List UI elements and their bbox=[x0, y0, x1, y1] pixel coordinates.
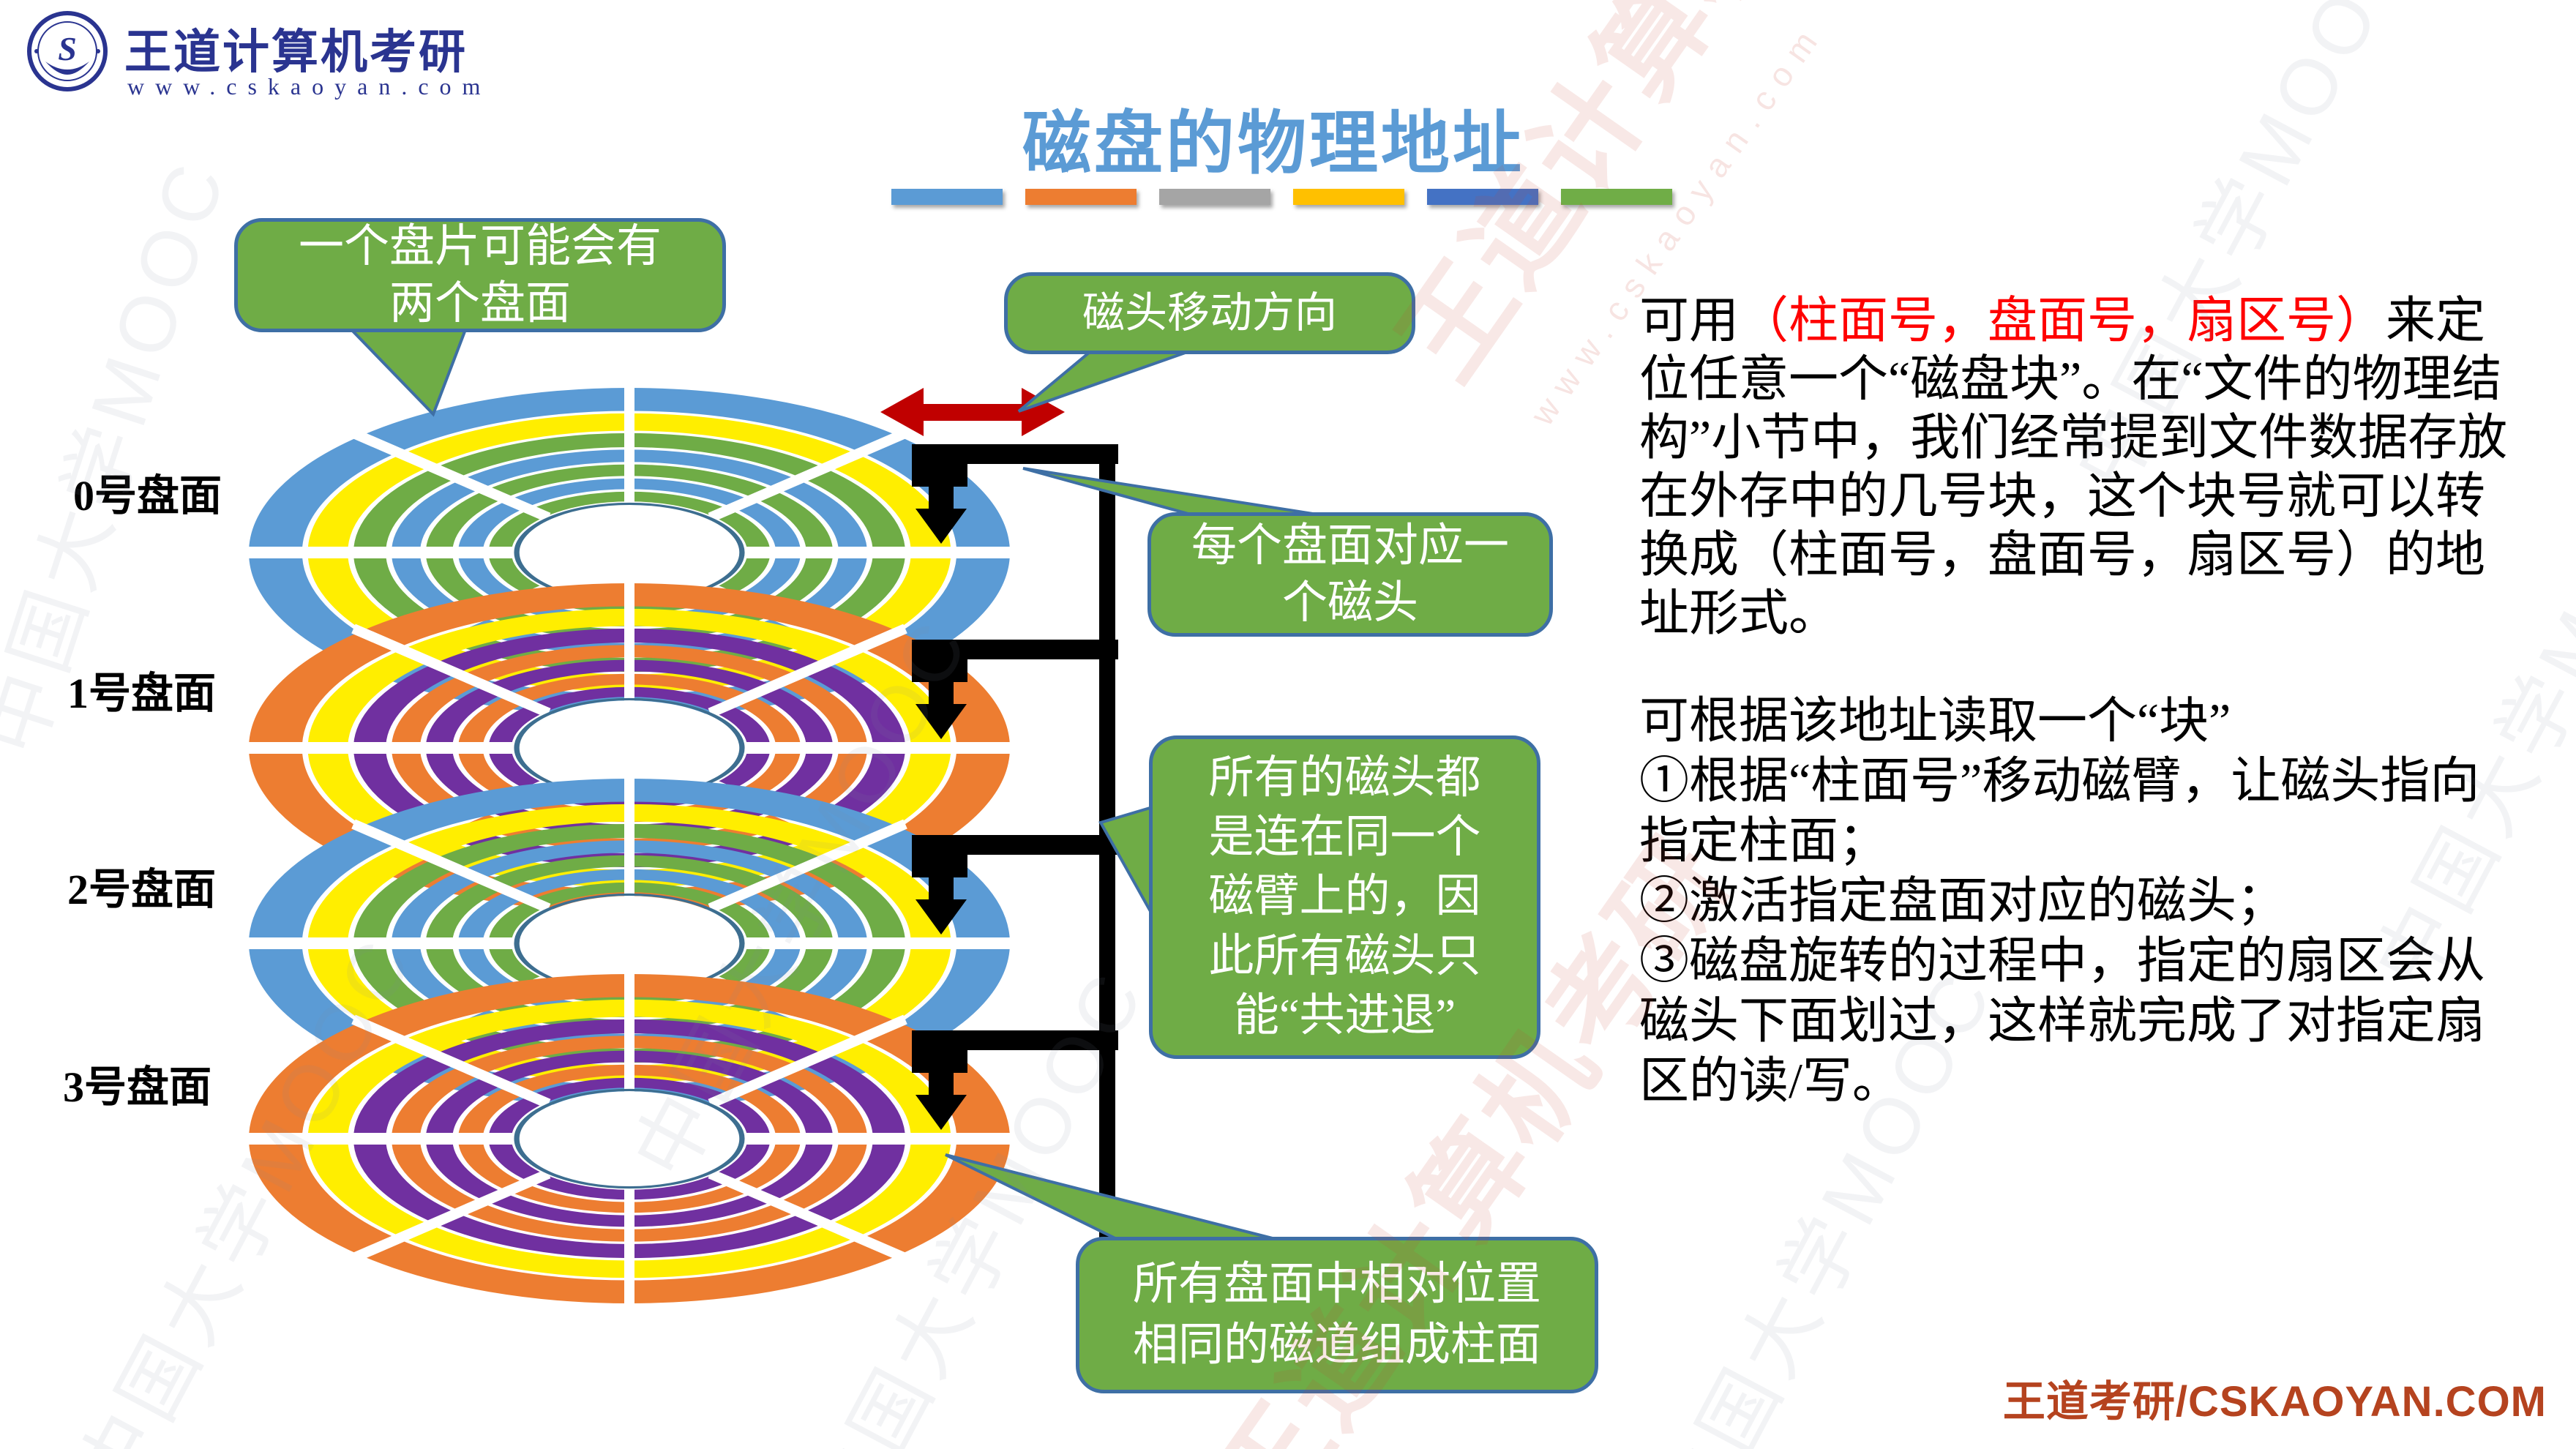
accent-bar-blue bbox=[891, 189, 1003, 205]
callout-cylinder: 所有盘面中相对位置 相同的磁道组成柱面 bbox=[1076, 1237, 1598, 1393]
disk-label-1: 1号盘面 bbox=[67, 670, 217, 717]
callout-line: 相同的磁道组成柱面 bbox=[1132, 1320, 1541, 1370]
logo-url-text: www.cskaoyan.com bbox=[127, 73, 492, 100]
callout-line: 两个盘面 bbox=[389, 279, 571, 329]
address-paragraph: 可用（柱面号，盘面号，扇区号）来定位任意一个“磁盘块”。在“文件的物理结构”小节… bbox=[1639, 291, 2525, 643]
platter-surface-3 bbox=[238, 969, 1021, 1308]
logo: S 王道计算机考研 www.cskaoyan.com bbox=[26, 10, 480, 105]
callout-line: 磁头移动方向 bbox=[1082, 289, 1337, 337]
callout-platter-two-surfaces: 一个盘片可能会有 两个盘面 bbox=[234, 218, 726, 332]
step-2: ②激活指定盘面对应的磁头； bbox=[1639, 873, 2287, 929]
accent-bar-green bbox=[1561, 189, 1672, 205]
callout-tail-cylinder bbox=[945, 1153, 1296, 1246]
callout-line: 一个盘片可能会有 bbox=[298, 221, 662, 272]
footer-credit: 王道考研/CSKAOYAN.COM bbox=[2002, 1378, 2547, 1426]
head-1 bbox=[912, 640, 1118, 739]
logo-emblem-icon: S bbox=[27, 11, 108, 91]
callout-head-per-surface: 每个盘面对应一 个磁头 bbox=[1147, 512, 1553, 637]
callout-head-direction: 磁头移动方向 bbox=[1004, 272, 1415, 354]
steps-intro: 可根据该地址读取一个“块” bbox=[1639, 693, 2231, 749]
callout-line: 所有盘面中相对位置 bbox=[1132, 1259, 1541, 1309]
disk-label-3: 3号盘面 bbox=[63, 1063, 212, 1111]
callout-tail-platter bbox=[340, 321, 471, 417]
svg-text:S: S bbox=[58, 30, 77, 67]
accent-bar-orange bbox=[1025, 189, 1137, 205]
disk-label-2: 2号盘面 bbox=[67, 866, 217, 913]
callout-shared-arm: 所有的磁头都是连在同一个磁臂上的，因此所有磁头只能“共进退” bbox=[1149, 735, 1540, 1059]
address-text-prefix: 可用 bbox=[1639, 293, 1740, 348]
step-3: ③磁盘旋转的过程中，指定的扇区会从磁头下面划过，这样就完成了对指定扇区的读/写。 bbox=[1639, 933, 2486, 1109]
address-tuple-highlight: （柱面号，盘面号，扇区号） bbox=[1739, 293, 2386, 348]
address-text-rest: 来定位任意一个“磁盘块”。在“文件的物理结构”小节中，我们经常提到文件数据存放在… bbox=[1639, 293, 2508, 641]
callout-tail-head-direction bbox=[1017, 344, 1207, 413]
callout-line: 每个盘面对应一 bbox=[1191, 520, 1509, 571]
read-block-steps: 可根据该地址读取一个“块” ①根据“柱面号”移动磁臂，让磁头指向指定柱面； ②激… bbox=[1639, 691, 2525, 1111]
head-3 bbox=[912, 1030, 1118, 1130]
accent-bar-darkblue bbox=[1427, 189, 1538, 205]
head-2 bbox=[912, 835, 1118, 935]
accent-bar-gray bbox=[1159, 189, 1270, 205]
title-accent-bars bbox=[891, 189, 1672, 205]
head-0 bbox=[912, 444, 1118, 544]
seek-direction-arrow bbox=[880, 388, 1065, 436]
callout-line: 个磁头 bbox=[1281, 578, 1418, 628]
logo-brand-text: 王道计算机考研 bbox=[124, 26, 468, 78]
step-1: ①根据“柱面号”移动磁臂，让磁头指向指定柱面； bbox=[1639, 753, 2480, 869]
accent-bar-yellow bbox=[1293, 189, 1404, 205]
callout-text: 所有的磁头都是连在同一个磁臂上的，因此所有磁头只能“共进退” bbox=[1208, 752, 1481, 1041]
page-title: 磁盘的物理地址 bbox=[1022, 106, 1524, 182]
disk-label-0: 0号盘面 bbox=[73, 472, 222, 520]
